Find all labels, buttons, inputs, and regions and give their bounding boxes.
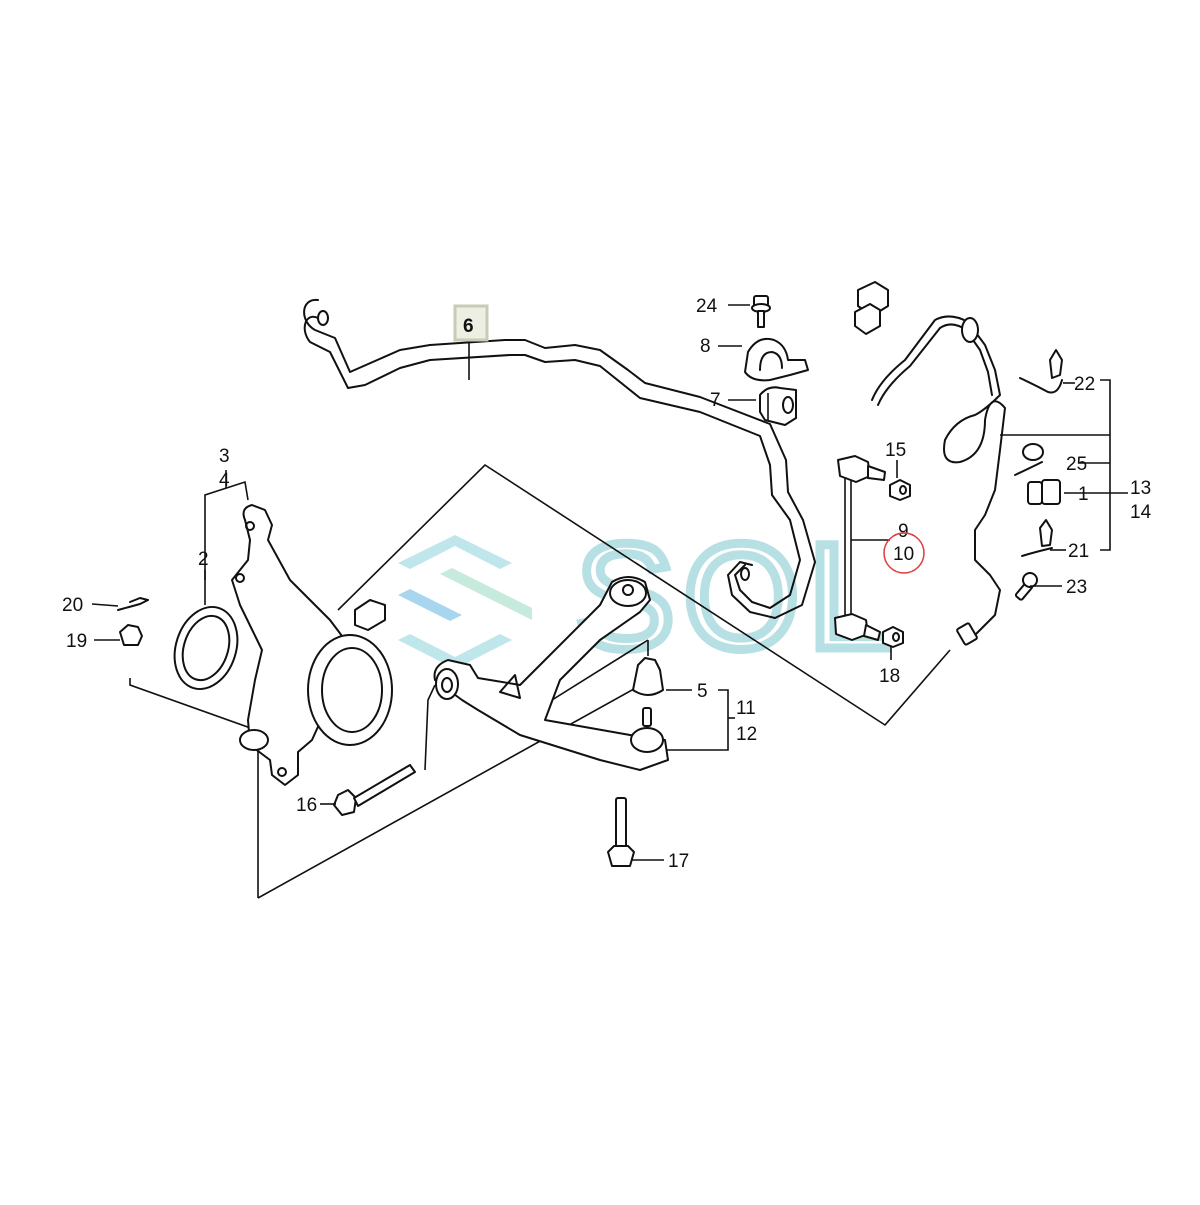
callout-22[interactable]: 22 <box>1074 374 1095 395</box>
callout-5[interactable]: 5 <box>697 681 708 702</box>
callout-7[interactable]: 7 <box>710 390 721 411</box>
link-nut-15 <box>889 479 911 501</box>
callout-12[interactable]: 12 <box>736 724 757 745</box>
callout-10[interactable]: 10 <box>893 544 914 565</box>
ball-joint <box>630 707 664 753</box>
watermark-stripe-bottom <box>398 634 512 669</box>
callout-14[interactable]: 14 <box>1130 502 1152 523</box>
callout-1[interactable]: 1 <box>1078 484 1089 505</box>
watermark-stripe-blue <box>398 589 462 621</box>
callout-11-12-bracket <box>666 689 735 751</box>
leader-lines <box>91 304 1075 861</box>
callout-9[interactable]: 9 <box>898 521 909 542</box>
callout-24[interactable]: 24 <box>696 296 718 317</box>
highlight-circle <box>883 532 925 574</box>
callout-3[interactable]: 3 <box>219 446 230 467</box>
sensor-clip-21 <box>1021 519 1053 557</box>
callout-16[interactable]: 16 <box>296 795 317 816</box>
arm-bolt-17 <box>607 797 635 867</box>
callout-labels: 24 8 7 3 4 2 20 19 15 9 10 18 22 25 1 13… <box>62 296 1152 872</box>
ball-joint-boot-5 <box>632 640 664 696</box>
sensor-clip-22 <box>1019 349 1063 394</box>
arm-bolt-16 <box>333 764 416 816</box>
sensor-clip-25 <box>1014 443 1044 476</box>
castle-nut-19 <box>119 624 143 646</box>
lower-arm <box>433 576 669 771</box>
flange-bolt-24 <box>751 295 771 328</box>
stabilizer-bushing-7 <box>759 386 797 426</box>
callout-8[interactable]: 8 <box>700 336 711 357</box>
link-nut-18 <box>882 626 904 648</box>
callout-20[interactable]: 20 <box>62 595 83 616</box>
watermark-stripe-green <box>440 568 532 620</box>
sensor-connector <box>854 303 881 335</box>
callout-19[interactable]: 19 <box>66 631 87 652</box>
stabilizer-link <box>834 455 886 641</box>
callout-25[interactable]: 25 <box>1066 454 1087 475</box>
sensor-clip-1 <box>1027 479 1061 505</box>
callout-23[interactable]: 23 <box>1066 577 1087 598</box>
callout-18[interactable]: 18 <box>879 666 900 687</box>
cotter-pin-20 <box>117 597 149 611</box>
bushing-holder-8 <box>744 337 809 382</box>
sensor-bolt-23 <box>1014 572 1038 601</box>
callout-13[interactable]: 13 <box>1130 478 1151 499</box>
stabilizer-bar <box>303 298 816 619</box>
knuckle-bracket-lines <box>204 470 249 605</box>
callout-13-14-bracket <box>1064 379 1128 551</box>
abs-sensor-wire <box>854 281 1110 646</box>
watermark-stripe-top <box>398 535 512 569</box>
assembly-frame-lines <box>129 463 951 899</box>
callout-11[interactable]: 11 <box>736 698 756 719</box>
callout-17[interactable]: 17 <box>668 851 689 872</box>
callout-4[interactable]: 4 <box>219 470 230 491</box>
steering-knuckle <box>231 504 393 786</box>
callout-21[interactable]: 21 <box>1068 541 1089 562</box>
callout-15[interactable]: 15 <box>885 440 906 461</box>
callout-2[interactable]: 2 <box>198 549 209 570</box>
callout-6: 6 <box>463 316 474 337</box>
splash-guard-ring-2 <box>173 605 239 691</box>
callout-6-box[interactable]: 6 <box>453 304 489 342</box>
